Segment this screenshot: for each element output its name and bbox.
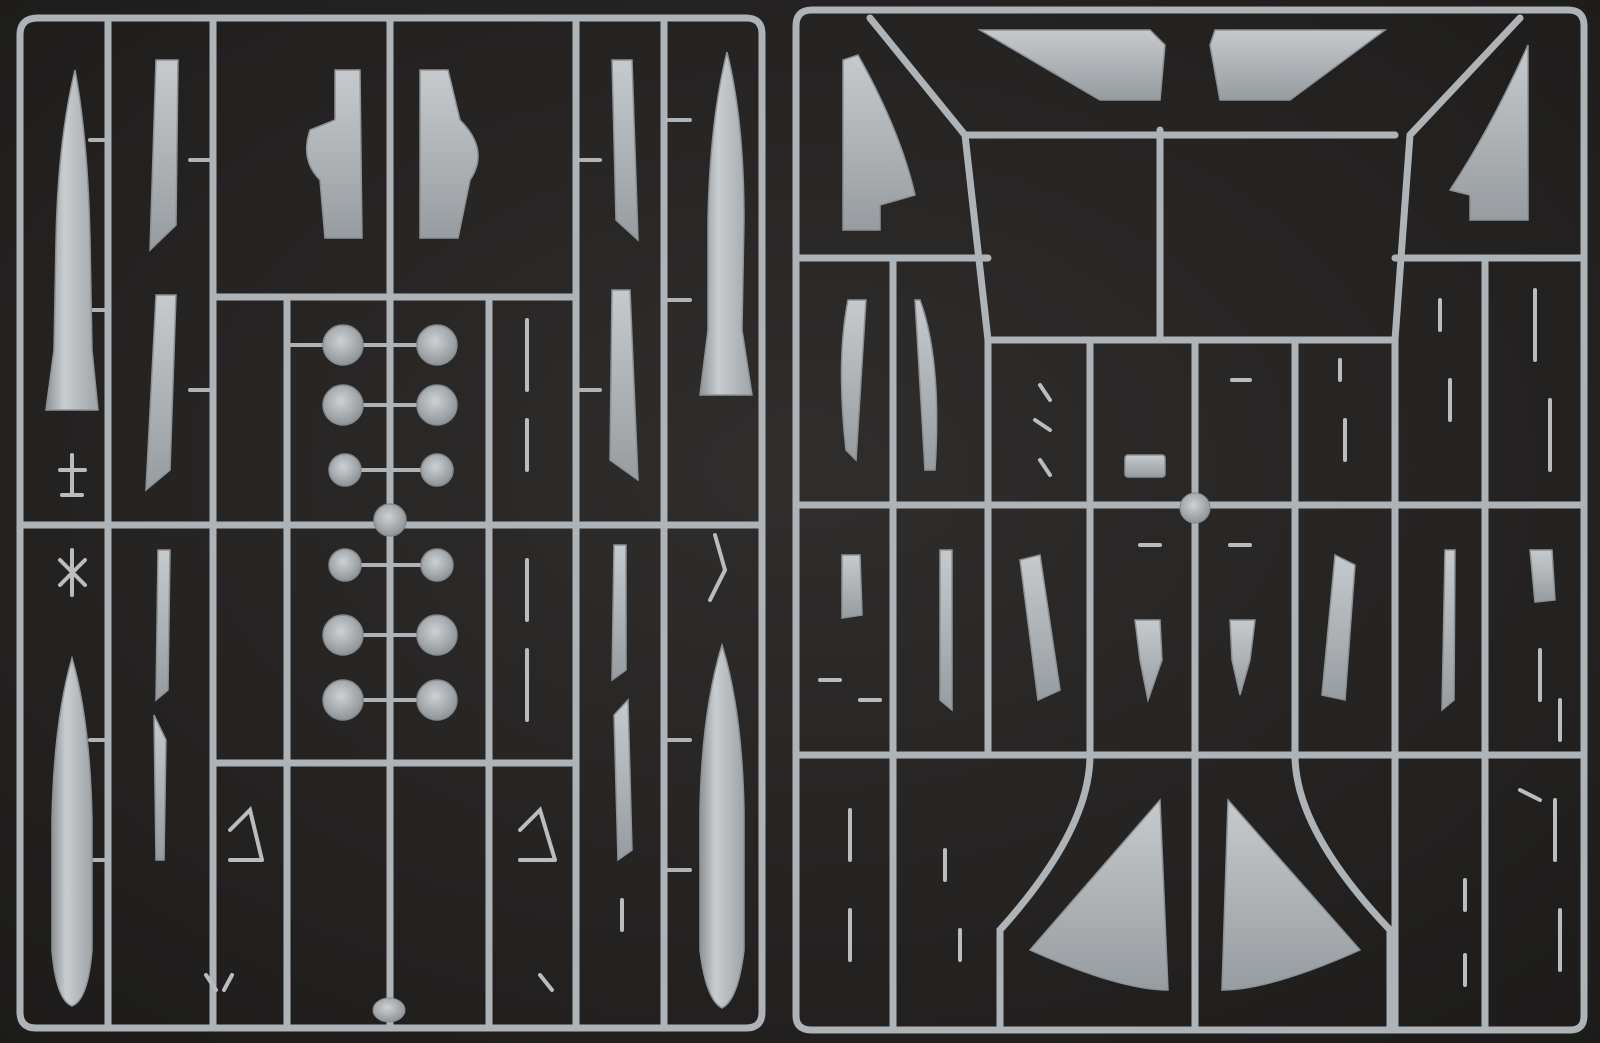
control-surface-2 — [1321, 553, 1356, 701]
wheel — [328, 453, 362, 487]
strut-5 — [708, 533, 728, 602]
wheel — [322, 384, 364, 426]
right-sprue — [792, 6, 1588, 1034]
panel-5 — [155, 549, 171, 702]
wheel — [416, 679, 458, 721]
wheel — [322, 614, 364, 656]
strut-2 — [58, 548, 87, 597]
drop-tank-top-right — [699, 51, 753, 396]
wheel — [322, 324, 364, 366]
wing-upper-right — [1209, 29, 1388, 101]
left-sprue-frame — [16, 14, 766, 1032]
sprue-hub-tab — [373, 503, 407, 537]
pylon-1 — [1134, 619, 1163, 703]
canister-part — [372, 997, 406, 1023]
strut-1 — [58, 453, 87, 497]
strut-9 — [538, 973, 554, 992]
fin-left — [842, 54, 916, 231]
box-part — [1124, 454, 1166, 478]
strut-3 — [228, 806, 264, 862]
right-sprue-frame — [792, 6, 1588, 1034]
fin-right — [1448, 44, 1529, 221]
strip-1 — [939, 549, 953, 712]
drop-tank-top-left — [45, 69, 99, 411]
fuselage-half-left — [305, 69, 363, 239]
panel-6 — [153, 714, 167, 861]
wheel — [322, 679, 364, 721]
wing-lower-right — [1221, 798, 1362, 991]
strut-8 — [204, 973, 234, 992]
panel-4 — [609, 289, 639, 482]
intake-duct-right — [914, 299, 938, 471]
panel-8 — [613, 698, 633, 862]
panel-1 — [149, 59, 179, 252]
wheel — [416, 614, 458, 656]
wing-upper-left — [977, 29, 1166, 101]
right-sprue-parts — [840, 29, 1556, 991]
drop-tank-bottom-right — [699, 642, 745, 1009]
strip-2 — [1441, 549, 1456, 712]
intake-duct-left — [840, 299, 867, 462]
left-sprue-wheels — [322, 324, 458, 721]
right-sprue-fittings — [818, 288, 1562, 987]
left-sprue-struts — [58, 318, 728, 992]
strut-4 — [518, 806, 557, 862]
panel-3 — [611, 59, 639, 242]
wheel — [420, 453, 454, 487]
panel-2 — [145, 294, 177, 492]
pylon-4 — [1529, 549, 1556, 603]
drop-tank-bottom-left — [51, 655, 93, 1007]
sprue-hub-tab-right — [1179, 492, 1211, 524]
pylon-2 — [1229, 619, 1256, 696]
wing-lower-left — [1028, 798, 1169, 991]
wheel — [420, 548, 454, 582]
left-sprue-panels — [145, 59, 639, 862]
control-surface-1 — [1019, 554, 1061, 702]
pylon-3 — [841, 554, 863, 619]
fuselage-half-right — [419, 69, 479, 239]
wheel — [416, 384, 458, 426]
left-sprue-drop-tanks — [45, 51, 753, 1009]
wheel — [416, 324, 458, 366]
wheel — [328, 548, 362, 582]
panel-7 — [611, 544, 627, 682]
